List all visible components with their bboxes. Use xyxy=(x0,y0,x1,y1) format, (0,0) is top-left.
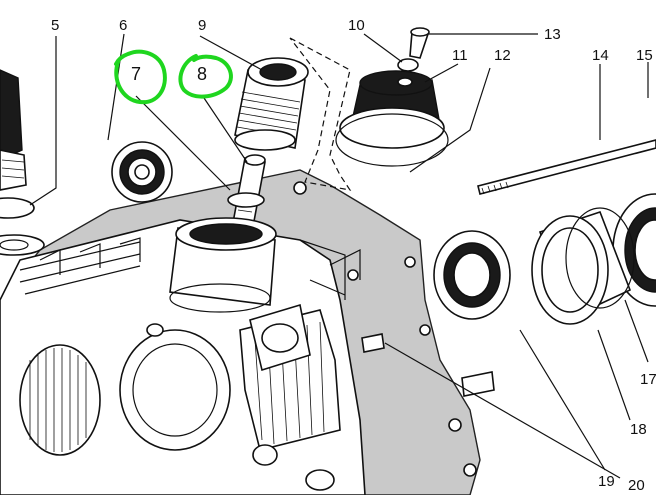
callout-18: 18 xyxy=(630,421,647,438)
callout-20: 20 xyxy=(628,477,645,494)
green-highlight-circles xyxy=(114,49,233,105)
highlight-circle-8 xyxy=(178,54,233,99)
part-6-ball-bearing xyxy=(111,141,173,203)
callout-9: 9 xyxy=(198,17,206,34)
callout-10: 10 xyxy=(348,17,365,34)
callout-19: 19 xyxy=(598,473,615,490)
callout-14: 14 xyxy=(592,47,609,64)
part-13-bolt xyxy=(409,27,430,59)
part-bearing-housing xyxy=(169,217,277,313)
part-18-sleeve xyxy=(531,207,635,325)
leader-lines xyxy=(29,33,649,479)
part-9-filter xyxy=(234,57,309,151)
callout-7: 7 xyxy=(131,64,141,84)
dashed-assembly-outline xyxy=(289,37,352,191)
callout-12: 12 xyxy=(494,47,511,64)
part-11-cover xyxy=(335,70,449,167)
part-19-oil-seal xyxy=(433,230,511,320)
part-10-washer xyxy=(397,58,419,72)
callout-11: 11 xyxy=(452,47,468,64)
callout-6: 6 xyxy=(119,17,127,34)
callout-15: 15 xyxy=(636,47,653,64)
crankcase-body xyxy=(0,219,366,495)
callout-13: 13 xyxy=(544,26,561,43)
callout-17: 17 xyxy=(640,371,656,388)
part-left-guide xyxy=(0,69,45,256)
part-14-long-stud xyxy=(477,139,656,195)
callout-labels: 5 6 7 8 9 10 11 12 13 14 15 17 18 19 20 xyxy=(51,17,656,494)
callout-8: 8 xyxy=(197,64,207,84)
highlight-circle-7 xyxy=(114,49,167,105)
callout-5: 5 xyxy=(51,17,59,34)
dowel-pins xyxy=(361,333,495,397)
